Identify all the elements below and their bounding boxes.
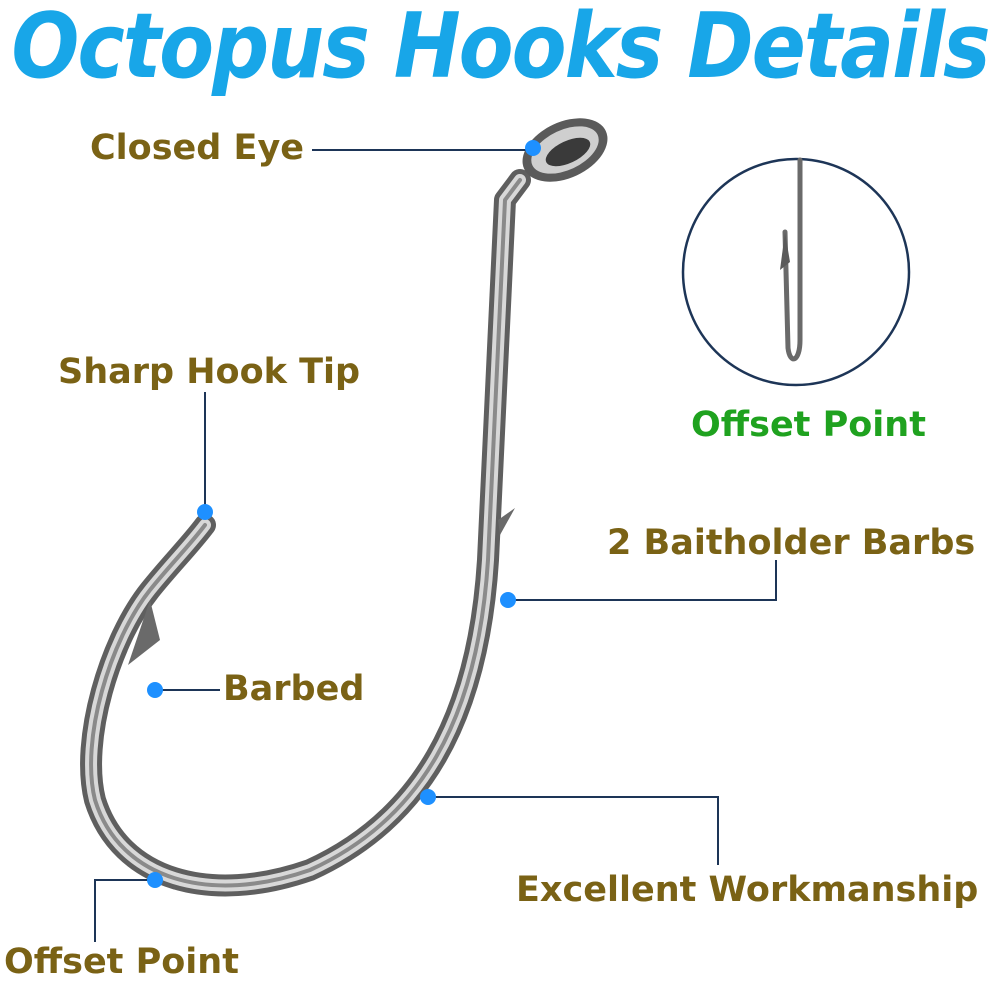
dot-closed-eye	[525, 140, 541, 156]
barbed-label: Barbed	[223, 669, 365, 709]
page-title: Octopus Hooks Details	[11, 0, 990, 99]
hook-barb	[128, 600, 160, 665]
closed-eye-label: Closed Eye	[90, 128, 304, 168]
leader-lines	[94, 149, 777, 942]
offset-point-inset-label: Offset Point	[691, 405, 926, 445]
marker-dots	[147, 140, 541, 888]
baitholder-barbs-label: 2 Baitholder Barbs	[607, 523, 976, 563]
baitholder-barb	[498, 508, 515, 535]
offset-point-label: Offset Point	[4, 942, 239, 982]
hook-body	[80, 169, 531, 897]
dot-sharp-tip	[197, 504, 213, 520]
dot-workmanship	[420, 789, 436, 805]
excellent-workmanship-label: Excellent Workmanship	[516, 870, 979, 910]
offset-point-inset	[681, 157, 911, 387]
dot-baitholder	[500, 592, 516, 608]
dot-barbed	[147, 682, 163, 698]
closed-eye-ring	[522, 118, 608, 182]
dot-offset-bottom	[147, 872, 163, 888]
sharp-hook-tip-label: Sharp Hook Tip	[58, 352, 361, 392]
